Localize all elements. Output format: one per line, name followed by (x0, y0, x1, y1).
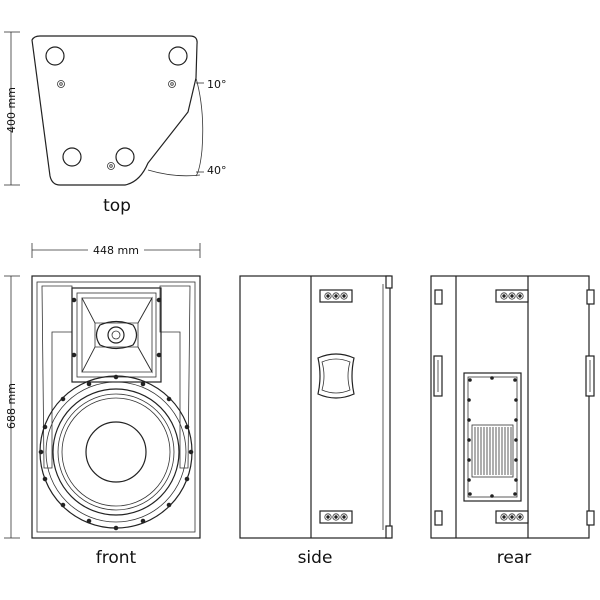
width-label: 448 mm (93, 244, 139, 257)
depth-dimension (4, 31, 20, 186)
side-view (239, 275, 393, 539)
front-view (31, 275, 201, 539)
height-label: 688 mm (5, 383, 18, 429)
height-dimension (4, 275, 20, 539)
angle-10-label: 10° (207, 78, 227, 91)
depth-label: 400 mm (5, 87, 18, 133)
rear-view (430, 275, 595, 539)
top-view (31, 35, 204, 186)
width-dimension (31, 243, 201, 258)
side-view-label: side (298, 548, 333, 568)
angle-40-label: 40° (207, 164, 227, 177)
top-view-label: top (103, 196, 131, 216)
heatsink-fins (474, 427, 512, 475)
front-view-label: front (96, 548, 137, 568)
rear-view-label: rear (497, 548, 531, 568)
